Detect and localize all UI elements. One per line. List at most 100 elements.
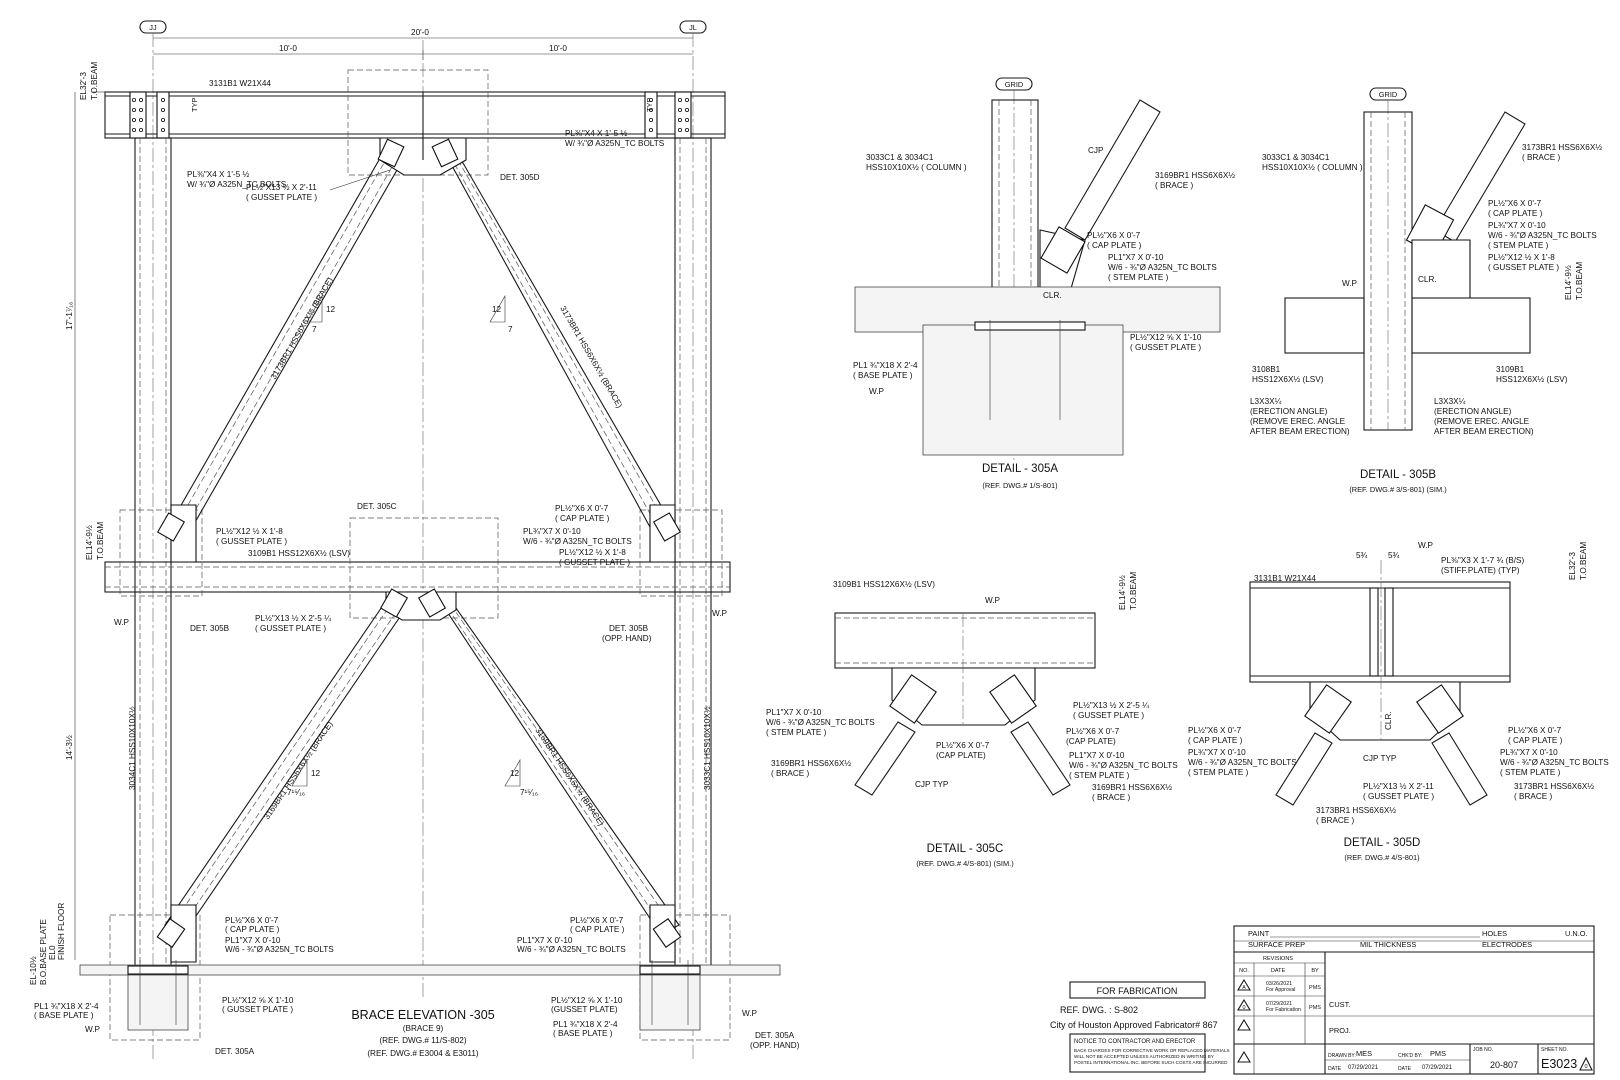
drawing-label: DRAWN BY: xyxy=(1328,1053,1356,1059)
detail-305d: 3131B1 W21X44 W.P 5¾ 5¾ PL⅜"X3 X 1'-7 ¾ … xyxy=(1188,541,1609,862)
drawing-label: PL1"X7 X 0'-10 xyxy=(225,936,281,945)
drawing-label: ( GUSSET PLATE ) xyxy=(559,558,630,567)
drawing-label: W/ ¾"Ø A325N_TC BOLTS xyxy=(565,139,665,148)
drawing-label: ( BRACE ) xyxy=(1522,153,1560,162)
drawing-label: EL14'-9½ xyxy=(1118,575,1127,610)
drawing-label: SURFACE PREP xyxy=(1248,940,1305,949)
drawing-label: PL½"X13 ½ X 2'-11 xyxy=(246,183,317,192)
drawing-label: ( CAP PLATE ) xyxy=(1508,736,1563,745)
drawing-label: 3173BR1 HSS6X6X½ xyxy=(1514,782,1594,791)
drawing-label: ( STEM PLATE ) xyxy=(1108,273,1169,282)
drawing-label: REVISIONS xyxy=(1263,956,1293,962)
drawing-label: GRID xyxy=(1005,80,1023,89)
brace-lower-right: 3169BR1 HSS6X6X½ (BRACE) xyxy=(437,597,680,936)
callout-det-305a-left: DET. 305A xyxy=(215,1047,255,1056)
drawing-label: CLR. xyxy=(1043,291,1062,300)
drawing-label: SHEET NO. xyxy=(1541,1047,1568,1053)
drawing-label: (STIFF.PLATE) (TYP) xyxy=(1441,566,1520,575)
drawing-label: (REMOVE EREC. ANGLE xyxy=(1250,417,1346,426)
gusset-plate-bottom-right xyxy=(649,904,682,963)
drawing-label: DATE xyxy=(1271,968,1286,974)
gusset-plate-mid-left xyxy=(156,504,197,563)
drawing-label: PL⅜"X4 X 1'-5 ½ xyxy=(565,129,627,138)
drawing-label: HOLES xyxy=(1482,929,1507,938)
drawing-label: PMS xyxy=(1430,1049,1446,1058)
drawing-label: 5¾ xyxy=(1356,551,1368,560)
drawing-label: HSS12X6X½ (LSV) xyxy=(1496,375,1568,384)
column-left-label: 3034C1 HSS10X10X½ xyxy=(128,706,137,790)
drawing-label: (REF. DWG.# 3/S-801) (SIM.) xyxy=(1349,485,1446,494)
el-mid: EL14'-9½ xyxy=(85,525,94,560)
drawing-label: (OPP. HAND) xyxy=(602,634,652,643)
drawing-label: AFTER BEAM ERECTION) xyxy=(1250,427,1350,436)
callout-det-305c: DET. 305C xyxy=(357,502,397,511)
drawing-label: NOTICE TO CONTRACTOR AND ERECTOR xyxy=(1074,1039,1196,1045)
brace-lower-right-label: 3169BR1 HSS6X6X½ (BRACE) xyxy=(533,726,606,827)
foundation xyxy=(79,960,781,1031)
drawing-label: PL½"X6 X 0'-7 xyxy=(1188,726,1242,735)
typ-label-left: TYP xyxy=(190,98,199,112)
drawing-label: ( CAP PLATE ) xyxy=(1188,736,1243,745)
drawing-label: ( STEM PLATE ) xyxy=(766,728,827,737)
drawing-label: POSTEL INTERNATIONAL INC. BEFORE SUCH CO… xyxy=(1074,1060,1228,1065)
brace-upper-right-label: 3173BR1 HSS6X6X½ (BRACE) xyxy=(558,305,624,410)
detail-305b: GRID 3033C1 & 3034C1 HSS10X10X½ ( COLUMN… xyxy=(1250,87,1602,494)
drawing-label: DATE xyxy=(1398,1066,1412,1072)
drawing-label: 07/29/2021 xyxy=(1266,1001,1292,1007)
drawing-label: L3X3X¼ xyxy=(1250,397,1282,406)
drawing-label: PMS xyxy=(1309,985,1321,991)
drawing-label: ( BRACE ) xyxy=(1316,816,1354,825)
drawing-label: 3173BR1 HSS6X6X½ xyxy=(1316,806,1396,815)
drawing-label: 3033C1 & 3034C1 xyxy=(866,153,934,162)
drawing-label: (BRACE 9) xyxy=(403,1024,444,1033)
drawing-label: ( STEM PLATE ) xyxy=(1069,771,1130,780)
drawing-label: ( BRACE ) xyxy=(1092,793,1130,802)
el-mid-sub: T.O.BEAM xyxy=(96,522,105,560)
drawing-label: PROJ. xyxy=(1329,1026,1351,1035)
drawing-label: W/6 - ¾"Ø A325N_TC BOLTS xyxy=(1488,231,1597,240)
drawing-label: 7 xyxy=(312,325,317,334)
drawing-label: JJ xyxy=(149,23,157,32)
drawing-label: PL1"X7 X 0'-10 xyxy=(517,936,573,945)
drawing-label: PL½"X6 X 0'-7 xyxy=(570,916,624,925)
drawing-label: JOB NO. xyxy=(1473,1047,1493,1053)
drawing-label: W.P xyxy=(85,1025,101,1034)
top-beam: 3131B1 W21X44 xyxy=(104,79,726,139)
drawing-label: CJP TYP xyxy=(915,780,949,789)
drawing-label: 07/29/2021 xyxy=(1422,1065,1453,1071)
grid-bubble-jj: JJ xyxy=(139,20,167,34)
drawing-label: 03/26/2021 xyxy=(1266,981,1292,987)
drawing-label: For Approval xyxy=(1266,987,1295,993)
gusset-plate-top xyxy=(377,92,467,176)
drawing-label: ( CAP PLATE ) xyxy=(555,514,610,523)
drawing-label: PL½"X6 X 0'-7 xyxy=(225,916,279,925)
drawing-label: PL⅜"X3 X 1'-7 ¾ (B/S) xyxy=(1441,556,1524,565)
drawing-label: (ERECTION ANGLE) xyxy=(1434,407,1512,416)
drawing-label: PL½"X6 X 0'-7 xyxy=(1087,231,1141,240)
drawing-label: EL-10½ xyxy=(29,956,38,985)
brace-upper-right: 3173BR1 HSS6X6X½ (BRACE) xyxy=(443,151,675,539)
drawing-label: BY xyxy=(1311,968,1319,974)
top-beam-label: 3131B1 W21X44 xyxy=(209,79,271,88)
drawing-label: (REF. DWG.# 4/S-801) xyxy=(1344,853,1419,862)
drawing-label: AFTER BEAM ERECTION) xyxy=(1434,427,1534,436)
drawing-label: REF. DWG. : S-802 xyxy=(1060,1005,1138,1015)
drawing-label: W/6 - ¾"Ø A325N_TC BOLTS xyxy=(225,945,334,954)
drawing-label: PL½"X12 ⅝ X 1'-10 xyxy=(1130,333,1202,342)
drawing-label: 12 xyxy=(311,769,321,778)
drawing-label: W/6 - ¾"Ø A325N_TC BOLTS xyxy=(1500,758,1609,767)
drawing-label: PL½"X12 ⅝ X 1'-10 xyxy=(551,996,623,1005)
detail-305c-title: DETAIL - 305C xyxy=(927,843,1004,855)
drawing-label: ( GUSSET PLATE ) xyxy=(216,537,287,546)
drawing-label: 12 xyxy=(326,305,336,314)
drawing-label: CLR. xyxy=(1418,275,1437,284)
drawing-label: HSS10X10X½ ( COLUMN ) xyxy=(1262,163,1363,172)
drawing-label: 0 xyxy=(1584,1064,1587,1070)
typ-label-right: TYP xyxy=(645,98,654,112)
drawing-label: 12 xyxy=(510,769,520,778)
el-top-sub: T.O.BEAM xyxy=(90,62,99,100)
drawing-label: PL1 ¾"X18 X 2'-4 xyxy=(553,1020,618,1029)
drawing-label: ELECTRODES xyxy=(1482,940,1532,949)
drawing-label: CUST. xyxy=(1329,1000,1350,1009)
